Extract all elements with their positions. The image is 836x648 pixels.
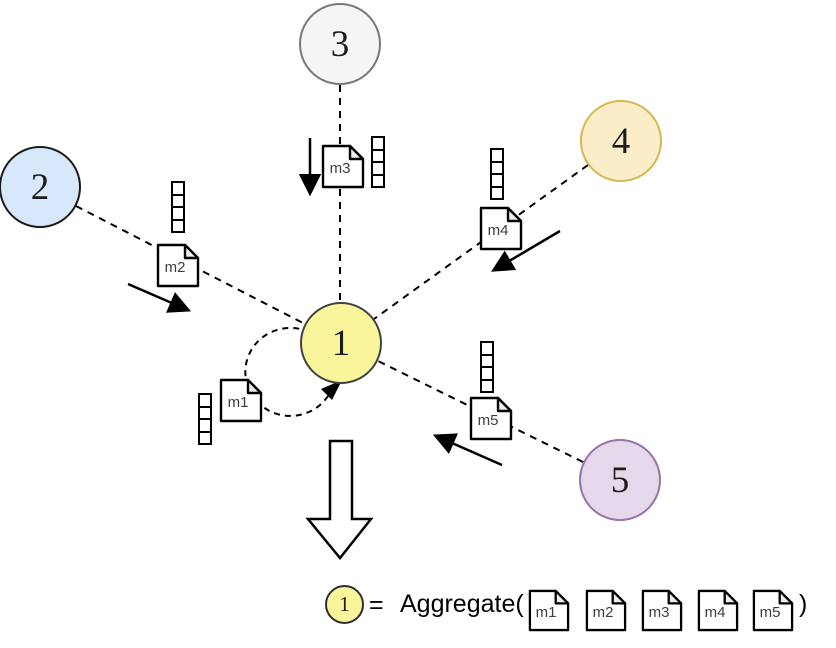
message-doc-m5-label: m5	[477, 412, 499, 429]
feature-vector-icon	[371, 136, 385, 188]
arrow-m5-icon	[432, 433, 503, 467]
formula-node-label: 1	[339, 592, 350, 616]
node-4: 4	[580, 100, 662, 182]
formula-node-circle: 1	[325, 585, 364, 624]
message-doc-m2: m2	[156, 243, 200, 288]
node-2-label: 2	[30, 166, 50, 208]
feature-vector-icon	[171, 181, 185, 233]
formula-doc-m2-label: m2	[592, 604, 614, 621]
formula-doc-m4: m4	[697, 588, 739, 633]
node-3: 3	[299, 3, 381, 85]
message-doc-m5: m5	[469, 396, 513, 441]
message-doc-m2-label: m2	[164, 259, 186, 276]
arrow-m4-icon	[491, 229, 561, 272]
document-icon	[321, 144, 365, 189]
self-loop-arrowhead-icon	[321, 380, 342, 400]
formula-doc-m5-label: m5	[759, 604, 781, 621]
document-icon	[697, 589, 739, 632]
node-3-label: 3	[330, 23, 350, 65]
node-1: 1	[300, 302, 382, 384]
feature-vector-icon	[198, 393, 212, 445]
node-2: 2	[0, 146, 81, 228]
feature-vector-icon	[480, 341, 494, 393]
message-doc-m4: m4	[479, 206, 523, 251]
formula-doc-m3-label: m3	[648, 604, 670, 621]
formula-function-text: Aggregate(	[400, 590, 524, 618]
edge-2-1	[75, 205, 306, 325]
formula-doc-m1: m1	[528, 588, 570, 633]
node-4-label: 4	[611, 120, 631, 162]
message-doc-m3-label: m3	[329, 160, 351, 177]
formula-doc-m4-label: m4	[704, 604, 726, 621]
document-icon	[585, 589, 627, 632]
formula-closing-paren: )	[799, 590, 808, 618]
formula-doc-m5: m5	[752, 588, 794, 633]
message-doc-m4-label: m4	[487, 222, 509, 239]
arrow-m2-icon	[127, 282, 192, 313]
document-icon	[528, 589, 570, 632]
feature-vector-icon	[490, 148, 504, 200]
document-icon	[479, 206, 523, 251]
document-icon	[156, 243, 200, 288]
formula-doc-m2: m2	[585, 588, 627, 633]
formula-doc-m1-label: m1	[535, 604, 557, 621]
message-doc-m1: m1	[219, 378, 263, 423]
message-doc-m1-label: m1	[227, 394, 249, 411]
node-5-label: 5	[610, 459, 630, 501]
document-icon	[219, 378, 263, 423]
message-doc-m3: m3	[321, 144, 365, 189]
formula-equals: =	[369, 591, 384, 619]
node-1-label: 1	[331, 322, 351, 364]
node-5: 5	[579, 439, 661, 521]
formula-doc-m3: m3	[641, 588, 683, 633]
document-icon	[641, 589, 683, 632]
document-icon	[752, 589, 794, 632]
down-arrow-icon	[305, 439, 374, 560]
document-icon	[469, 396, 513, 441]
